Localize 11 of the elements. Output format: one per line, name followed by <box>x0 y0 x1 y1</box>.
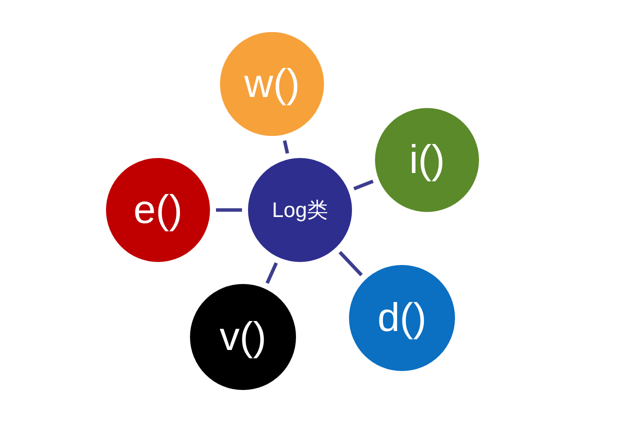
connector-line <box>282 140 290 154</box>
node-label: Log类 <box>272 200 328 220</box>
connector-line <box>353 180 374 190</box>
connector-line <box>216 208 242 212</box>
node-label: d() <box>378 298 426 338</box>
node-label: i() <box>409 140 445 180</box>
connector-line <box>266 262 278 284</box>
node-label: e() <box>134 190 182 230</box>
node-label: w() <box>244 64 300 104</box>
connector-line <box>338 250 363 276</box>
node-label: v() <box>220 317 266 357</box>
